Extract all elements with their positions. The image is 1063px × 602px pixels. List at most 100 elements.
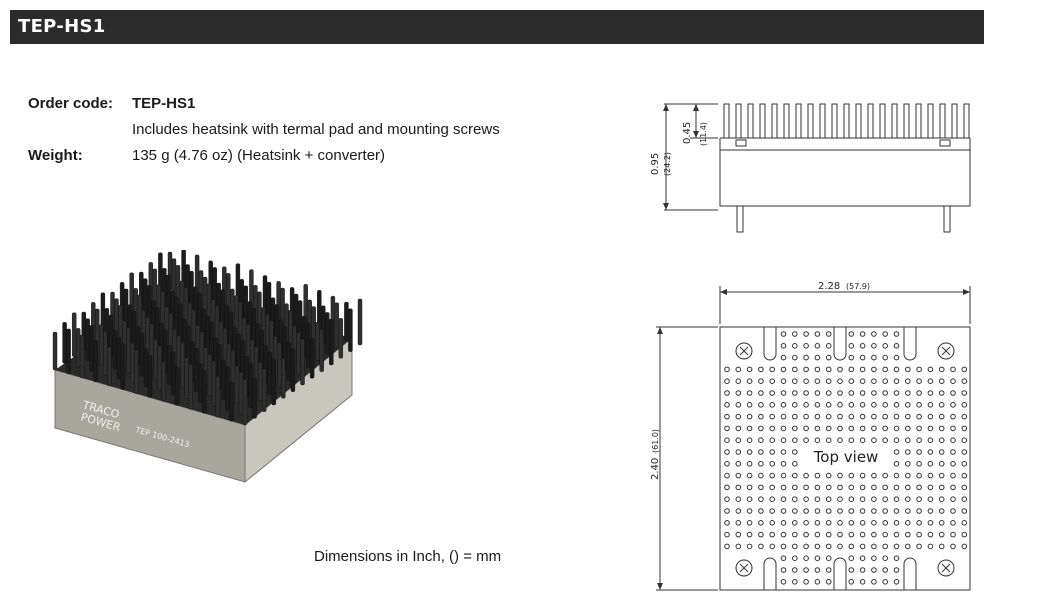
fin-hole bbox=[803, 496, 809, 502]
pin-fin bbox=[242, 378, 248, 426]
pin-fin bbox=[296, 332, 301, 375]
side-fin bbox=[879, 103, 886, 139]
fin-hole bbox=[825, 366, 832, 373]
title-bar: TEP-HS1 bbox=[10, 10, 984, 44]
fin-hole bbox=[848, 579, 855, 585]
fin-hole bbox=[927, 472, 934, 479]
fin-hole bbox=[803, 331, 809, 337]
fin-hole bbox=[871, 331, 877, 337]
mounting-slot-top bbox=[763, 327, 777, 361]
pin-fin bbox=[319, 328, 324, 372]
fin-hole bbox=[735, 461, 742, 467]
pin-fin bbox=[62, 322, 67, 364]
fin-hole bbox=[961, 378, 968, 384]
fin-hole bbox=[848, 508, 855, 514]
fin-hole bbox=[961, 472, 968, 479]
fin-hole bbox=[950, 508, 956, 514]
fin-hole bbox=[780, 496, 787, 502]
fin-hole bbox=[803, 390, 809, 396]
pin-fin bbox=[161, 361, 166, 402]
fin-hole bbox=[950, 390, 956, 396]
fin-hole bbox=[792, 402, 798, 408]
fin-hole bbox=[758, 390, 764, 396]
fin-hole bbox=[780, 520, 787, 526]
fin-hole bbox=[938, 496, 945, 502]
fin-hole bbox=[780, 579, 787, 585]
pin-fin bbox=[107, 346, 112, 386]
fin-hole bbox=[871, 402, 877, 408]
fin-hole bbox=[950, 496, 956, 502]
fin-hole bbox=[792, 390, 798, 396]
fin-hole bbox=[916, 437, 922, 443]
top-dim-height-in: 2.40 bbox=[650, 458, 661, 480]
fin-hole bbox=[916, 520, 922, 526]
fin-hole bbox=[746, 508, 753, 514]
fin-hole bbox=[814, 496, 821, 502]
side-view-fins bbox=[723, 103, 970, 147]
fin-hole bbox=[848, 331, 855, 337]
fin-hole bbox=[814, 366, 821, 373]
fin-hole bbox=[803, 366, 809, 373]
fin-hole bbox=[792, 461, 798, 467]
fin-hole bbox=[746, 378, 753, 384]
pin-fin bbox=[180, 341, 185, 389]
fin-hole bbox=[746, 461, 753, 467]
fin-hole bbox=[735, 520, 742, 526]
top-view-label: Top view bbox=[813, 448, 879, 466]
fin-hole bbox=[746, 390, 753, 396]
fin-hole bbox=[882, 402, 888, 408]
pin-fin bbox=[271, 358, 277, 406]
fin-hole bbox=[769, 461, 775, 467]
fin-hole bbox=[882, 390, 888, 396]
fin-hole bbox=[848, 484, 855, 491]
pin-fin bbox=[174, 367, 180, 406]
screw-icon bbox=[937, 342, 955, 360]
pin-fin bbox=[184, 357, 189, 399]
fin-hole bbox=[814, 331, 821, 337]
fin-hole bbox=[871, 555, 877, 562]
fin-hole bbox=[814, 413, 821, 420]
fin-hole bbox=[927, 531, 934, 538]
fin-hole bbox=[961, 531, 968, 538]
fin-hole bbox=[893, 496, 900, 502]
fin-hole bbox=[961, 402, 968, 408]
fin-hole bbox=[893, 331, 900, 337]
fin-hole bbox=[848, 437, 855, 443]
fin-hole bbox=[792, 579, 798, 585]
fin-hole bbox=[893, 413, 900, 420]
side-fin bbox=[795, 103, 802, 139]
fin-hole bbox=[871, 354, 877, 361]
fin-hole bbox=[938, 378, 945, 384]
pin-fin bbox=[126, 327, 131, 373]
fin-hole bbox=[837, 425, 843, 432]
fin-hole bbox=[848, 366, 855, 373]
fin-hole bbox=[769, 496, 775, 502]
fin-hole bbox=[916, 425, 922, 432]
fin-hole bbox=[792, 567, 798, 573]
pin-fin bbox=[305, 322, 311, 368]
fin-hole bbox=[905, 531, 911, 538]
fin-hole bbox=[780, 508, 787, 514]
heatsink-fins bbox=[52, 250, 363, 426]
pin-fin bbox=[198, 363, 203, 403]
fin-hole bbox=[837, 366, 843, 373]
fin-hole bbox=[769, 378, 775, 384]
fin-hole bbox=[724, 461, 730, 467]
fin-hole bbox=[893, 531, 900, 538]
fin-hole bbox=[769, 543, 775, 550]
fin-hole bbox=[961, 437, 968, 443]
fin-hole bbox=[825, 413, 832, 420]
fin-hole bbox=[882, 472, 888, 479]
fin-hole bbox=[837, 508, 843, 514]
fin-hole bbox=[859, 366, 866, 373]
fin-hole bbox=[882, 496, 888, 502]
fin-hole bbox=[780, 461, 787, 467]
pin-fin bbox=[215, 375, 221, 418]
fin-hole bbox=[927, 366, 934, 373]
weight-value: 135 g (4.76 oz) (Heatsink + converter) bbox=[132, 147, 386, 164]
dim-arrow bbox=[663, 203, 669, 210]
fin-hole bbox=[724, 484, 730, 491]
fin-hole bbox=[859, 555, 866, 562]
fin-hole bbox=[814, 378, 821, 384]
fin-hole bbox=[905, 520, 911, 526]
